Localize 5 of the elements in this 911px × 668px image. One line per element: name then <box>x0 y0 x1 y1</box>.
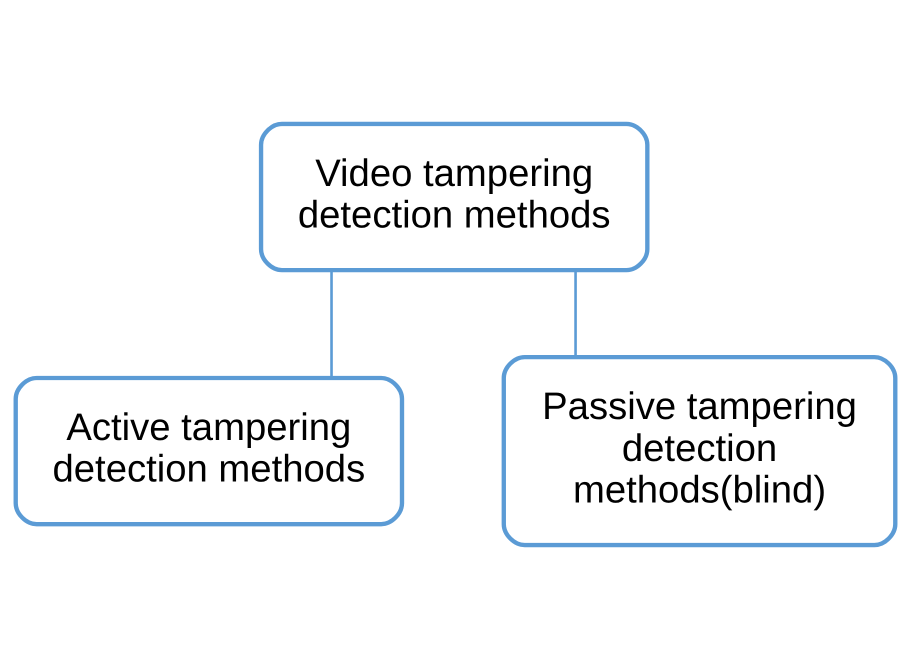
node-box: Active tampering detection methods <box>14 375 404 526</box>
node-box: Passive tampering detection methods(blind) <box>502 354 898 547</box>
connector <box>574 270 577 356</box>
node-box: Video tampering detection methods <box>258 121 650 272</box>
connector <box>330 270 333 378</box>
